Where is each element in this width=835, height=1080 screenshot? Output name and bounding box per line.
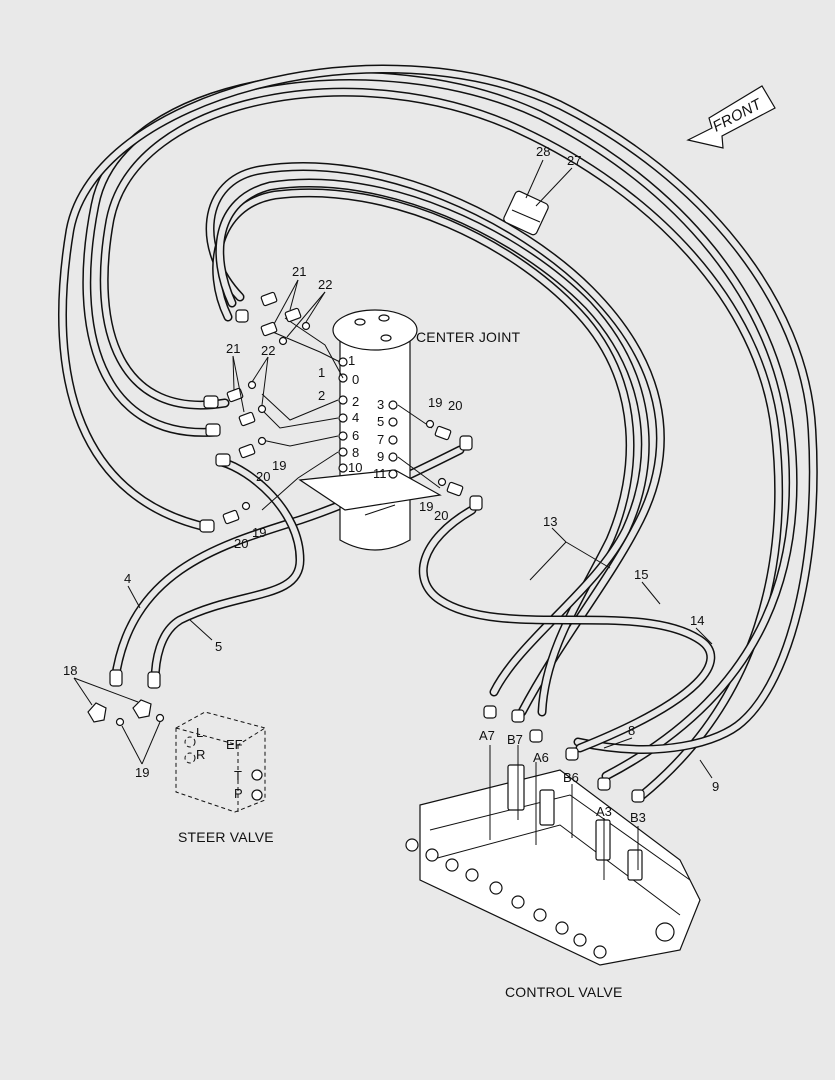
cj-port-2: 2 xyxy=(352,394,359,409)
cj-port-10: 10 xyxy=(348,460,362,475)
cj-port-11: 11 xyxy=(373,466,387,481)
control-valve: A7 B7 A6 B6 A3 B3 CONTROL VALVE xyxy=(405,705,701,1000)
control-valve-label: CONTROL VALVE xyxy=(505,984,622,1000)
cv-port-a6: A6 xyxy=(533,750,549,765)
cj-port-4: 4 xyxy=(352,410,359,425)
cj-port-9: 9 xyxy=(377,449,384,464)
callout-20-left-lower: 20 xyxy=(234,536,248,551)
callout-9: 9 xyxy=(712,779,719,794)
callout-19-steer: 19 xyxy=(135,765,149,780)
center-joint: 1 0 2 4 6 8 10 3 5 7 9 11 1 2 CENTER JOI… xyxy=(298,309,521,551)
center-joint-leaders xyxy=(261,317,441,511)
callout-22-upper: 22 xyxy=(318,277,332,292)
callout-4: 4 xyxy=(124,571,131,586)
cj-port-8: 8 xyxy=(352,445,359,460)
cj-port-5: 5 xyxy=(377,414,384,429)
hose-bundle-inner xyxy=(205,162,665,717)
control-valve-risers xyxy=(507,764,643,881)
callout-13: 13 xyxy=(543,514,557,529)
cv-port-a3: A3 xyxy=(596,804,612,819)
callout-15: 15 xyxy=(634,567,648,582)
steer-port-p: P xyxy=(234,786,243,801)
callout-5: 5 xyxy=(215,639,222,654)
callout-14: 14 xyxy=(690,613,704,628)
center-joint-ports-right xyxy=(388,400,398,479)
callout-leaders xyxy=(73,159,713,779)
control-valve-spools xyxy=(405,838,675,959)
cj-port-3: 3 xyxy=(377,397,384,412)
hose-clamp xyxy=(503,190,549,236)
control-valve-port-fittings xyxy=(483,705,645,803)
callout-20-left-mid: 20 xyxy=(256,469,270,484)
center-joint-label: CENTER JOINT xyxy=(416,329,521,345)
hose-bundle-outer xyxy=(57,64,818,802)
front-arrow: FRONT xyxy=(686,85,776,149)
callout-19-left-lower: 19 xyxy=(252,525,266,540)
callout-28: 28 xyxy=(536,144,550,159)
callout-22-lower: 22 xyxy=(261,343,275,358)
cj-port-7: 7 xyxy=(377,432,384,447)
callout-19-left-mid: 19 xyxy=(272,458,286,473)
cv-port-b3: B3 xyxy=(630,810,646,825)
callout-19-right-upper: 19 xyxy=(428,395,442,410)
cv-port-b6: B6 xyxy=(563,770,579,785)
callout-8: 8 xyxy=(628,723,635,738)
callout-27: 27 xyxy=(567,153,581,168)
cj-leader-2: 2 xyxy=(318,388,325,403)
cj-port-1: 1 xyxy=(348,353,355,368)
steer-port-r: R xyxy=(196,747,205,762)
callout-20-right-lower: 20 xyxy=(434,508,448,523)
steer-port-t: T xyxy=(234,768,242,783)
control-valve-port-leaders xyxy=(489,745,639,880)
callout-21-lower: 21 xyxy=(226,341,240,356)
steer-valve-label: STEER VALVE xyxy=(178,829,274,845)
callout-21-upper: 21 xyxy=(292,264,306,279)
cv-port-b7: B7 xyxy=(507,732,523,747)
fittings xyxy=(199,291,483,533)
steer-port-l: L xyxy=(196,725,203,740)
callout-18: 18 xyxy=(63,663,77,678)
steer-port-ef: EF xyxy=(226,737,243,752)
cj-port-0: 0 xyxy=(352,372,359,387)
center-joint-ports-left xyxy=(338,357,348,473)
cj-leader-1: 1 xyxy=(318,365,325,380)
callouts: 28 27 21 22 21 22 19 20 20 19 19 20 20 1… xyxy=(63,144,719,794)
steer-valve: L EF R T P STEER VALVE xyxy=(87,669,274,845)
callout-19-right-lower: 19 xyxy=(419,499,433,514)
callout-20-right-upper: 20 xyxy=(448,398,462,413)
cj-port-6: 6 xyxy=(352,428,359,443)
cv-port-a7: A7 xyxy=(479,728,495,743)
